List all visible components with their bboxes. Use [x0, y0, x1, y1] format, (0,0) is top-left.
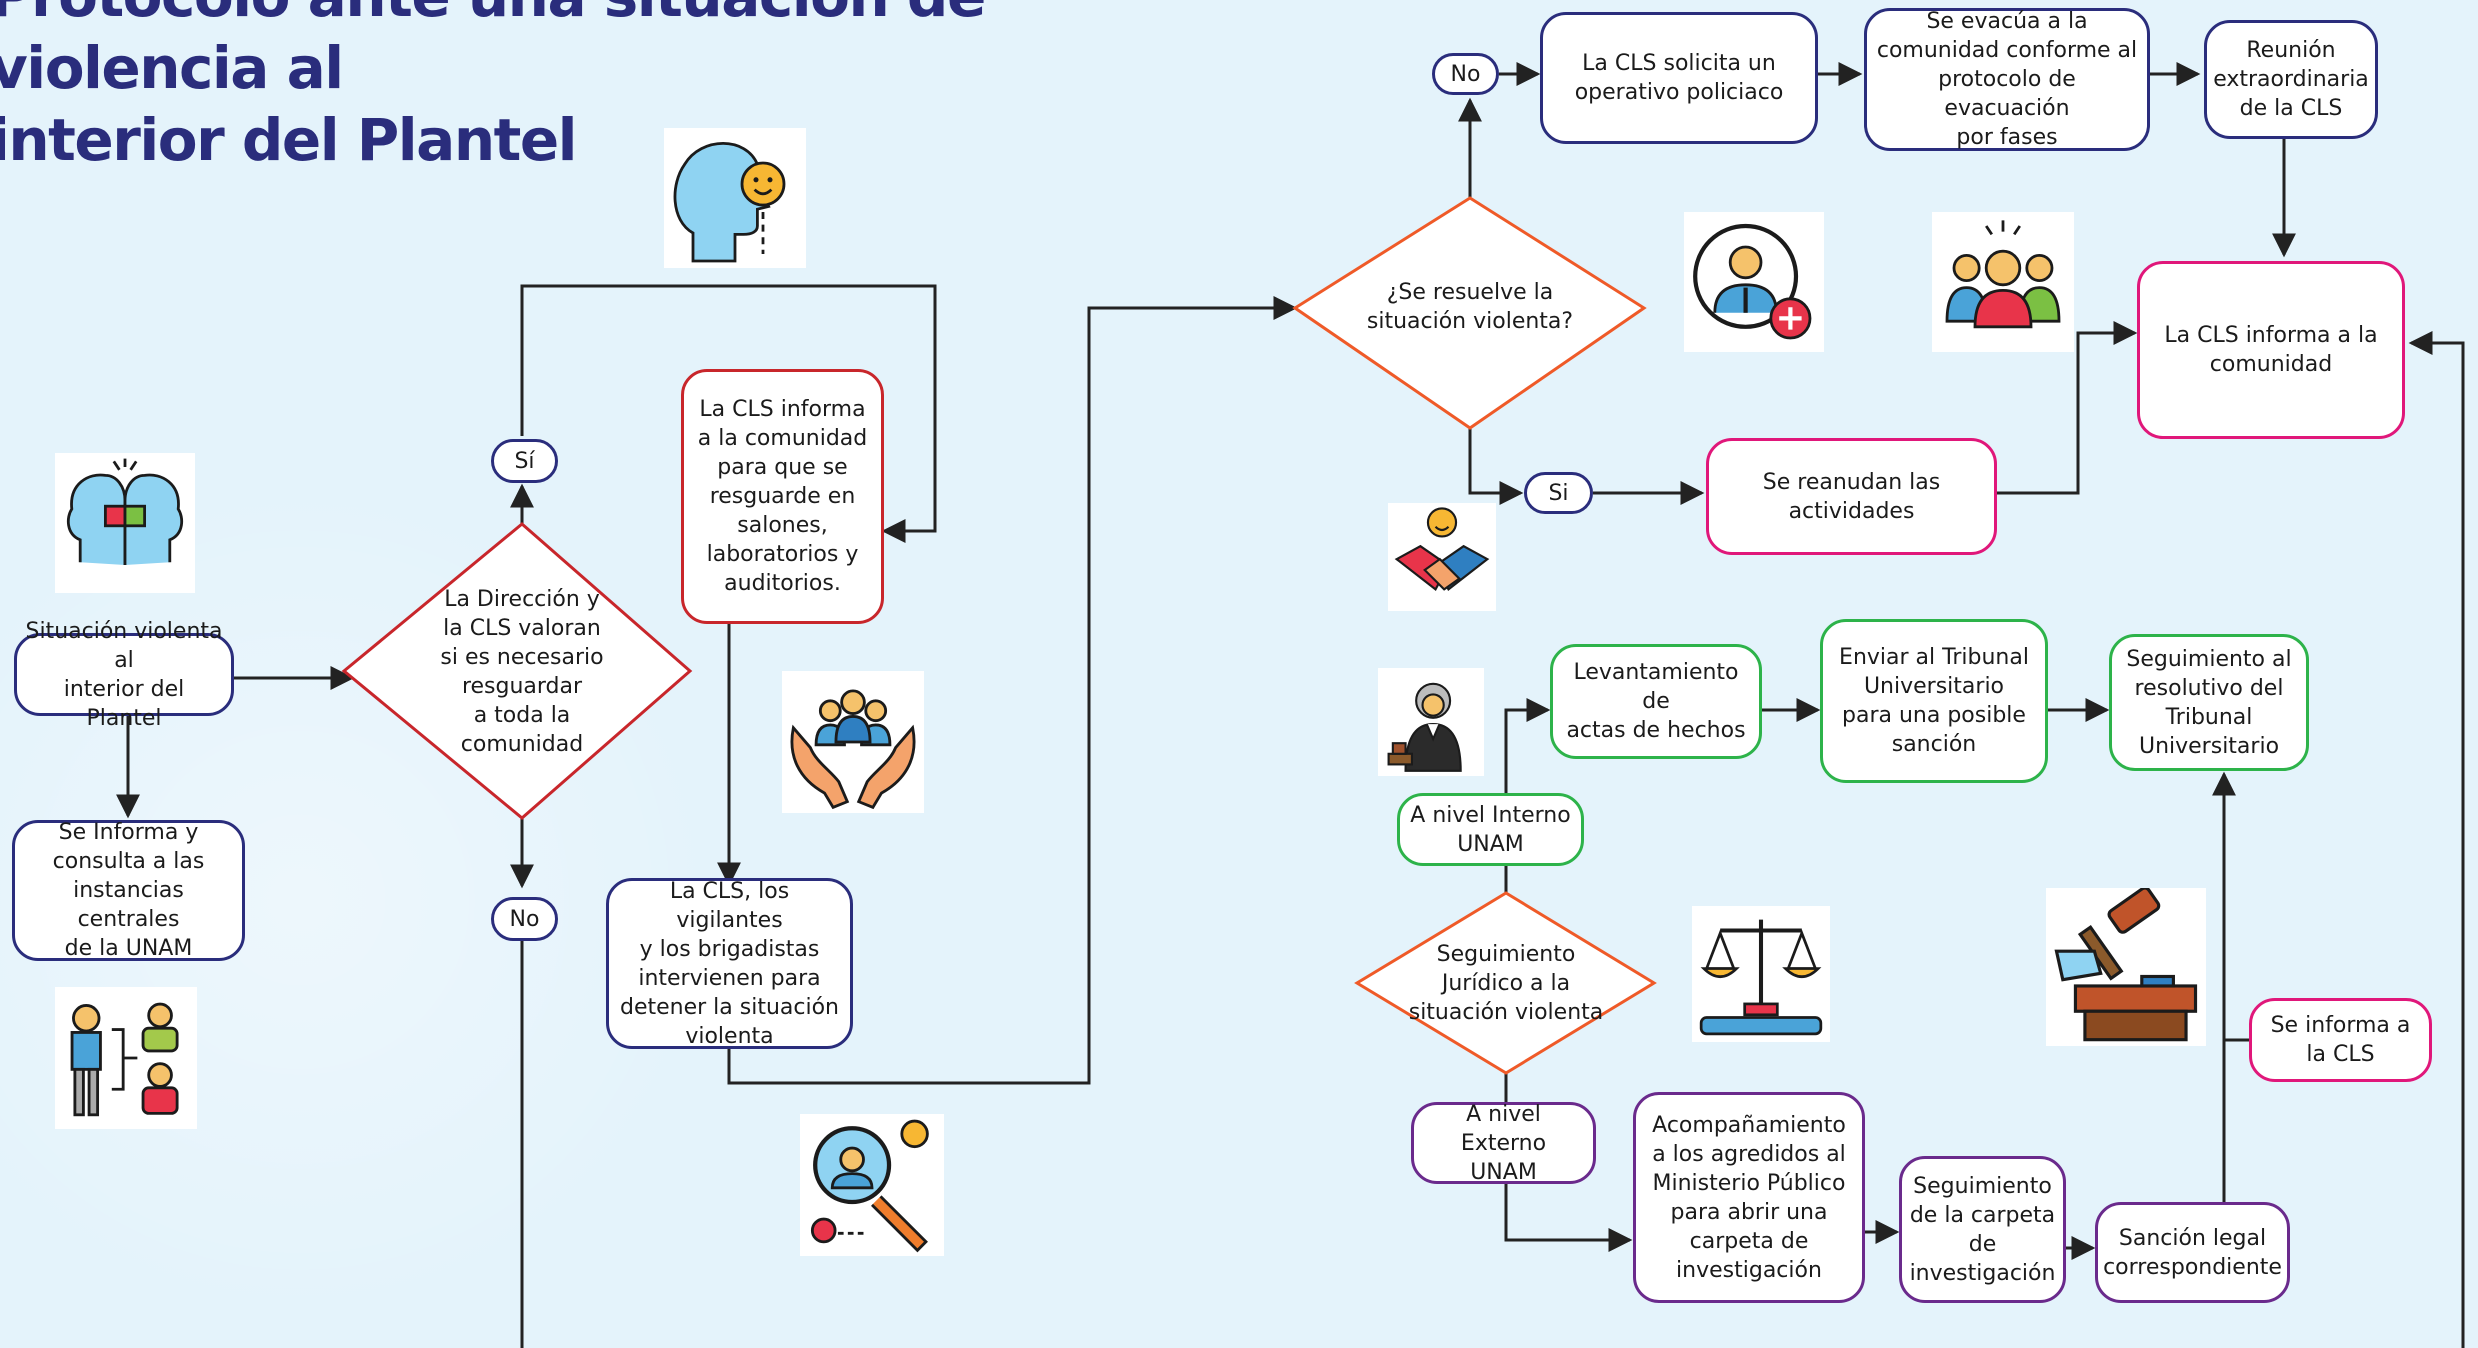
arrow-resuelve-to-si — [1468, 428, 1524, 505]
si-label-2: Si — [1524, 472, 1593, 514]
nivel-externo-box: A nivel Externo UNAM — [1411, 1102, 1596, 1185]
cls-informa-comunidad-box: La CLS informa a la comunidad — [2137, 261, 2405, 439]
decision-diamond-juridico — [1354, 891, 1657, 1075]
no-label-2: No — [1432, 53, 1499, 95]
head-smile-icon — [664, 128, 806, 268]
resuelve-text: ¿Se resuelve la situación violenta? — [1366, 280, 1574, 334]
search-person-icon — [800, 1114, 944, 1256]
org-chart-icon — [55, 987, 197, 1129]
handshake-icon — [1388, 503, 1496, 611]
arrow-externo-to-acompanamiento — [1504, 1184, 1633, 1252]
gavel-icon — [2046, 888, 2206, 1046]
decision-diamond-resuelve — [1292, 196, 1647, 430]
enviar-tribunal-box: Enviar al Tribunal Universitario para un… — [1820, 619, 2048, 783]
informa-consulta-box: Se Informa y consulta a las instancias c… — [12, 820, 245, 961]
reanudan-box: Se reanudan las actividades — [1706, 438, 1997, 555]
hands-people-icon — [782, 671, 924, 813]
no-label-1: No — [491, 897, 558, 941]
si-label-1: Sí — [491, 439, 558, 483]
scales-of-justice-icon — [1692, 906, 1830, 1042]
solicita-operativo-box: La CLS solicita un operativo policiaco — [1540, 12, 1818, 144]
arrow-si-to-resguarde — [520, 284, 937, 543]
arrow-vigilantes-to-resuelve — [727, 296, 1298, 1085]
add-user-icon — [1684, 212, 1824, 352]
juridico-text: Seguimiento Jurídico a la situación viol… — [1408, 941, 1604, 1025]
vigilantes-box: La CLS, los vigilantes y los brigadistas… — [606, 878, 853, 1049]
resguarde-box: La CLS informa a la comunidad para que s… — [681, 369, 884, 624]
valoran-text: La Dirección y la CLS valoran si es nece… — [440, 587, 604, 757]
arrow-return-to-informa — [2408, 331, 2465, 1348]
situacion-violenta-box: Situación violenta al interior del Plant… — [14, 619, 234, 731]
acompanamiento-box: Acompañamiento a los agredidos al Minist… — [1633, 1092, 1865, 1303]
nivel-interno-box: A nivel Interno UNAM — [1397, 793, 1584, 866]
reunion-box: Reunión extraordinaria de la CLS — [2204, 20, 2378, 139]
sancion-legal-box: Sanción legal correspondiente — [2095, 1202, 2290, 1303]
evacua-box: Se evacúa a la comunidad conforme al pro… — [1864, 8, 2150, 151]
title-line-2: interior del Plantel — [0, 106, 578, 174]
levantamiento-box: Levantamiento de actas de hechos — [1550, 644, 1762, 759]
head-puzzle-icon — [55, 453, 195, 593]
group-people-icon — [1932, 212, 2074, 352]
arrow-reanudan-to-informa — [1997, 321, 2138, 495]
decision-diamond-valoran — [341, 522, 693, 820]
arrow-interno-to-levantamiento — [1504, 698, 1551, 793]
title-line-1: Protocolo ante una situación de violenci… — [0, 0, 986, 102]
se-informa-cls-box: Se informa a la CLS — [2249, 998, 2432, 1082]
seguimiento-resolutivo-box: Seguimiento al resolutivo del Tribunal U… — [2109, 634, 2309, 771]
seguimiento-carpeta-box: Seguimiento de la carpeta de investigaci… — [1899, 1156, 2066, 1303]
judge-icon — [1378, 668, 1484, 776]
page-title: Protocolo ante una situación de violenci… — [0, 0, 1090, 176]
